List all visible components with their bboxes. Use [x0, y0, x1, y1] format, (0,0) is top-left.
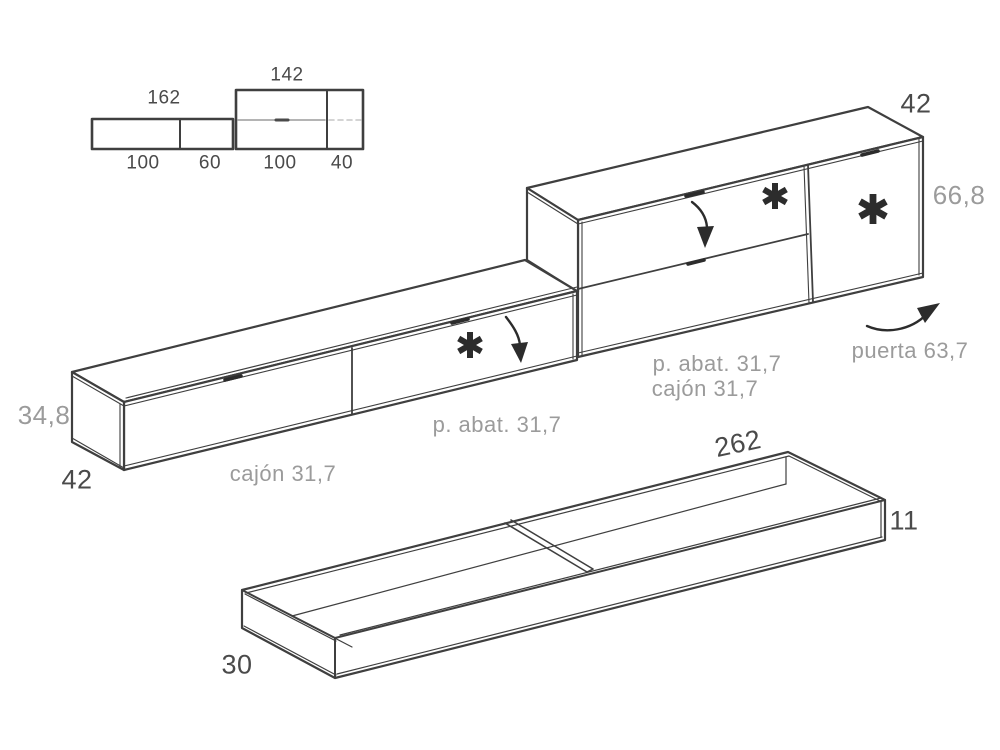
cabinet-flap-label: p. abat. 31,7 — [652, 351, 782, 376]
cabinet-height-dim: 66,8 — [932, 180, 986, 210]
bench-drawing — [70, 258, 579, 472]
plan-dim-segment: 40 — [330, 152, 354, 174]
plan-dim-segment: 60 — [198, 152, 222, 174]
tray-outline — [240, 450, 887, 680]
tray-depth-dim: 30 — [221, 649, 253, 680]
cabinet-drawer-handle — [686, 258, 706, 266]
door-open-arrow-icon — [865, 303, 940, 332]
plan-dim-segment: 100 — [263, 152, 297, 174]
cabinet-door-label: puerta 63,7 — [851, 338, 969, 363]
asterisk-icon — [762, 183, 788, 209]
bench-height-dim: 34,8 — [17, 400, 71, 430]
cabinet-drawing — [525, 105, 940, 359]
tray-front-rim — [334, 499, 886, 639]
asterisk-icon — [457, 332, 483, 358]
bench-drawer-label: cajón 31,7 — [229, 461, 337, 486]
tray-height-dim: 11 — [889, 505, 919, 536]
cabinet-vertical-divider — [807, 164, 814, 303]
cabinet-drawer-label: cajón 31,7 — [651, 376, 759, 401]
bench-flap-label: p. abat. 31,7 — [432, 412, 562, 437]
bench-flap-handle — [450, 317, 470, 325]
plan-right-unit — [234, 88, 365, 151]
flap-open-arrow-icon — [690, 200, 714, 248]
plan-dim-segment: 100 — [126, 152, 160, 174]
tray-drawing — [240, 450, 887, 680]
cabinet-flap-handle — [684, 190, 705, 198]
plan-view-drawing — [90, 88, 365, 151]
plan-dim-right-total: 142 — [270, 64, 304, 86]
bench-drawer-handle — [223, 374, 243, 382]
cabinet-door-handle — [860, 149, 880, 157]
plan-left-unit — [90, 117, 235, 151]
asterisk-icon — [858, 194, 888, 224]
plan-dim-left-total: 162 — [147, 87, 181, 109]
tray-divider — [504, 522, 588, 573]
tray-floor-back-edge — [291, 483, 787, 617]
flap-open-arrow-icon — [504, 315, 528, 363]
cabinet-depth-dim: 42 — [900, 88, 932, 119]
bench-depth-dim: 42 — [61, 464, 93, 495]
